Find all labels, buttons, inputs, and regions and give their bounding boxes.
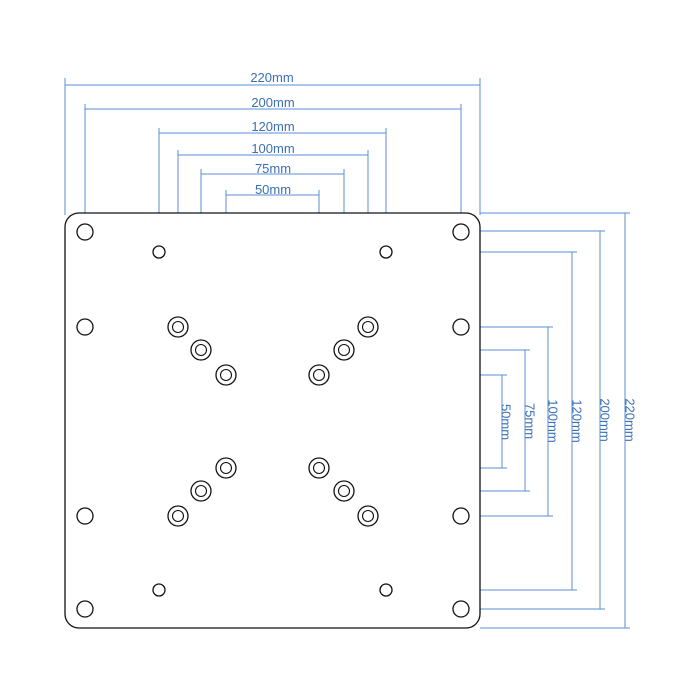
- dim-v-100: 100mm: [473, 326, 561, 517]
- hole-120-bottom-right: [379, 583, 393, 597]
- label-h-120: 120mm: [251, 119, 294, 134]
- insert-75-bottom-left: [190, 480, 212, 502]
- dim-h-200: 200mm: [84, 95, 462, 225]
- insert-100-top-right: [357, 316, 379, 338]
- threaded-inserts: [167, 316, 379, 527]
- dim-v-220: 220mm: [480, 212, 638, 629]
- hole-200-bottom-left: [76, 600, 94, 618]
- label-h-100: 100mm: [251, 141, 294, 156]
- insert-100-bottom-right: [357, 505, 379, 527]
- insert-50-bottom-right: [308, 457, 330, 479]
- holes-120: [152, 245, 393, 597]
- dim-v-200: 200mm: [473, 230, 613, 610]
- hole-120-top-left: [152, 245, 166, 259]
- hole-200-top-right: [452, 223, 470, 241]
- label-v-100: 100mm: [546, 399, 561, 442]
- mounting-plate: [64, 212, 481, 629]
- dim-h-220: 220mm: [64, 70, 481, 215]
- hole-200-top-left: [76, 223, 94, 241]
- insert-50-top-right: [308, 364, 330, 386]
- insert-100-bottom-left: [167, 505, 189, 527]
- label-v-75: 75mm: [523, 403, 538, 439]
- label-v-220: 220mm: [623, 398, 638, 441]
- label-v-120: 120mm: [570, 399, 585, 442]
- hole-100-edge-right-bottom: [452, 507, 470, 525]
- label-h-50: 50mm: [255, 182, 291, 197]
- label-v-200: 200mm: [598, 398, 613, 441]
- hole-200-bottom-right: [452, 600, 470, 618]
- label-h-75: 75mm: [255, 161, 291, 176]
- label-h-220: 220mm: [250, 70, 293, 85]
- outer-holes: [76, 223, 470, 618]
- label-v-50: 50mm: [499, 404, 514, 440]
- hole-100-edge-left-bottom: [76, 507, 94, 525]
- hole-120-bottom-left: [152, 583, 166, 597]
- hole-100-edge-right-top: [452, 318, 470, 336]
- insert-50-bottom-left: [215, 457, 237, 479]
- label-h-200: 200mm: [251, 95, 294, 110]
- insert-50-top-left: [215, 364, 237, 386]
- hole-120-top-right: [379, 245, 393, 259]
- insert-75-bottom-right: [333, 480, 355, 502]
- insert-75-top-left: [190, 339, 212, 361]
- insert-100-top-left: [167, 316, 189, 338]
- hole-100-edge-left-top: [76, 318, 94, 336]
- insert-75-top-right: [333, 339, 355, 361]
